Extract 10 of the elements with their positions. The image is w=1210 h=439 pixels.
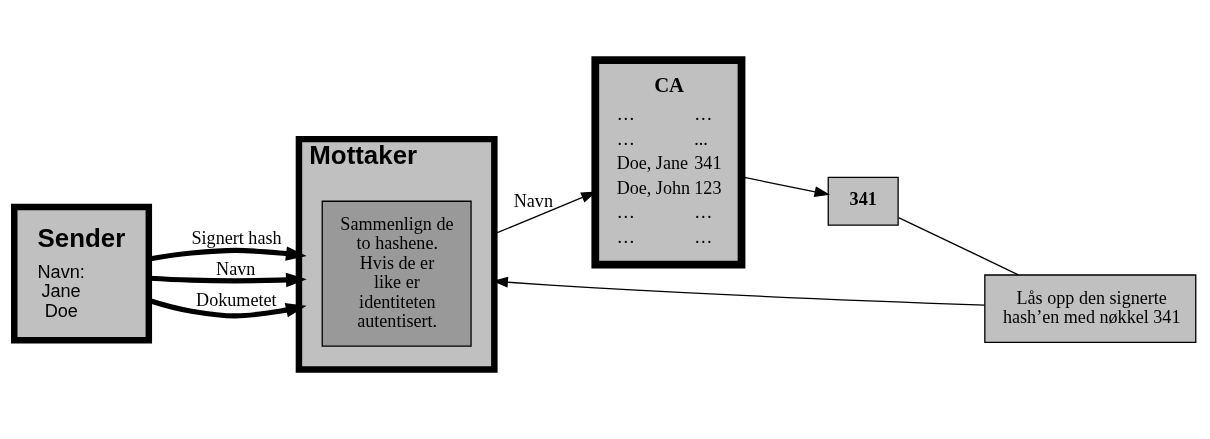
- node-box: 341: [827, 176, 899, 226]
- node-box: CA … … … ... Doe, Jane 341 Doe, John 123 … … … …: [591, 55, 746, 269]
- edge-label: Navn: [513, 190, 553, 211]
- connector: [897, 216, 1019, 275]
- node-box: Sammenlign de to hashene. Hvis de er like er identiteten autentisert.: [321, 200, 472, 347]
- node-box: Sender Navn: Jane Doe: [11, 203, 153, 344]
- edge-label: Navn: [216, 258, 256, 279]
- edge-label: Signert hash: [191, 227, 282, 248]
- node-box: Lås opp den signerte hash’en med nøkkel 341: [984, 273, 1197, 343]
- edge-label: Dokumetet: [196, 289, 277, 310]
